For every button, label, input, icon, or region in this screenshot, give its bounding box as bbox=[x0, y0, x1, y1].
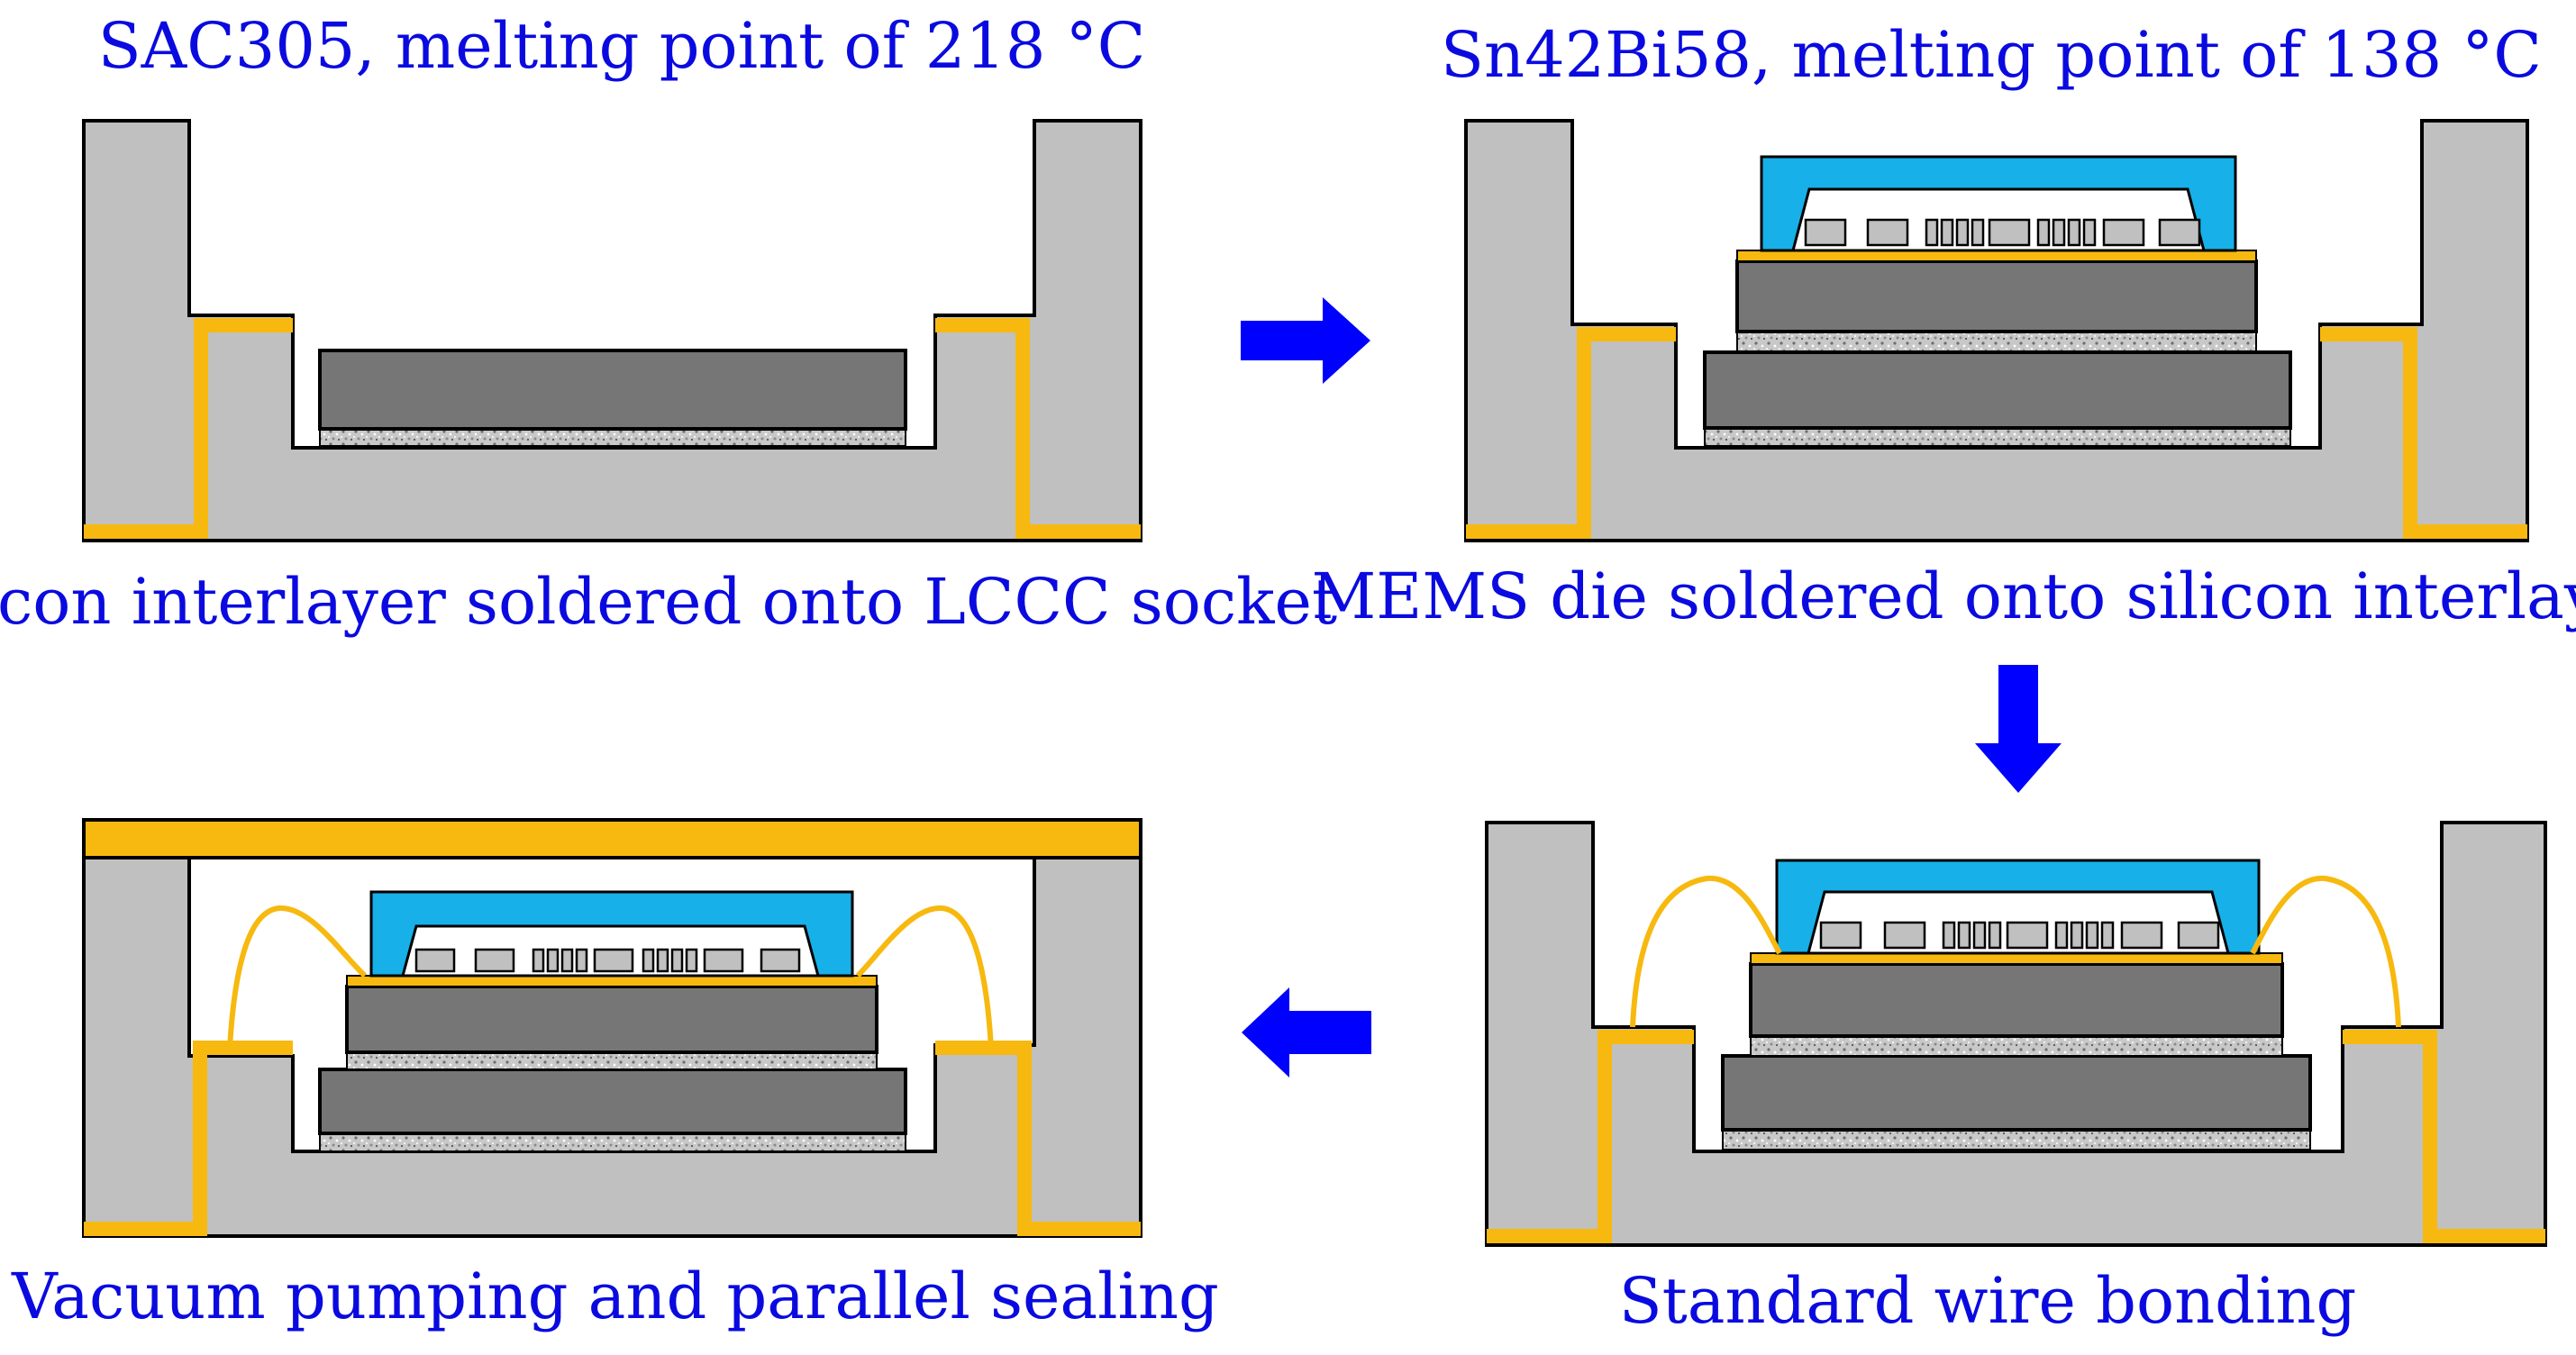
step-4-mems-structures bbox=[414, 948, 801, 973]
step-3-bond-wire-right bbox=[2250, 875, 2401, 1028]
step-3-caption: Standard wire bonding bbox=[1619, 1264, 2357, 1338]
step-1-gold-metallization-left bbox=[84, 318, 293, 539]
step-2-solder-label: Sn42Bi58, melting point of 138 °C bbox=[1441, 18, 2542, 92]
step-3-lccc-socket bbox=[1485, 821, 2547, 1247]
step-1-caption: Silicon interlayer soldered onto LCCC so… bbox=[0, 565, 1337, 639]
step-4-gold-bond-layer bbox=[346, 975, 878, 987]
step-4-sealing-lid bbox=[82, 818, 1142, 859]
step-3-gold-metallization-left bbox=[1487, 1030, 1694, 1243]
step-4-bond-wire-right bbox=[855, 905, 994, 1049]
step-1-gold-metallization-right bbox=[935, 318, 1141, 539]
step-3-silicon-interlayer bbox=[1721, 1054, 2312, 1132]
arrow-step1-to-step2 bbox=[1241, 297, 1370, 384]
step-3-gold-metallization-right bbox=[2343, 1030, 2545, 1243]
step-3-panel bbox=[1485, 821, 2547, 1247]
step-4-sac305-solder-layer bbox=[319, 1132, 906, 1152]
step-2-sac305-solder-layer bbox=[1704, 427, 2291, 447]
step-2-mems-structures bbox=[1804, 218, 2201, 247]
step-4-mems-substrate bbox=[345, 985, 878, 1054]
step-4-gold-metallization-right bbox=[935, 1041, 1141, 1236]
step-4-caption: Vacuum pumping and parallel sealing bbox=[11, 1260, 1219, 1333]
step-3-sn42bi58-solder-layer bbox=[1750, 1035, 2283, 1057]
step-4-silicon-interlayer bbox=[318, 1068, 907, 1135]
step-1-silicon-interlayer bbox=[318, 349, 907, 431]
step-1-sac305-solder-layer bbox=[319, 428, 906, 447]
step-4-panel bbox=[82, 818, 1142, 1238]
step-4-bond-wire-left bbox=[227, 905, 368, 1049]
step-3-sac305-solder-layer bbox=[1722, 1129, 2311, 1150]
step-2-lccc-socket bbox=[1464, 119, 2529, 542]
step-2-gold-metallization-right bbox=[2320, 327, 2527, 539]
step-2-gold-metallization-left bbox=[1466, 327, 1676, 539]
step-4-gold-metallization-left bbox=[84, 1041, 293, 1236]
step-3-gold-bond-layer bbox=[1750, 952, 2283, 965]
step-2-silicon-interlayer bbox=[1703, 350, 2292, 430]
arrow-step2-to-step3 bbox=[1975, 665, 2062, 793]
step-2-mems-substrate bbox=[1735, 259, 2258, 333]
step-1-solder-label: SAC305, melting point of 218 °C bbox=[98, 9, 1146, 83]
step-4-sn42bi58-solder-layer bbox=[346, 1051, 878, 1070]
arrow-step3-to-step4 bbox=[1242, 987, 1371, 1078]
step-2-gold-bond-layer bbox=[1736, 250, 2257, 262]
step-2-sn42bi58-solder-layer bbox=[1736, 331, 2257, 352]
step-3-mems-structures bbox=[1819, 921, 2220, 950]
step-3-mems-substrate bbox=[1749, 962, 2284, 1038]
step-2-panel bbox=[1464, 119, 2529, 542]
step-1-lccc-socket bbox=[82, 119, 1142, 542]
step-1-panel bbox=[82, 119, 1142, 542]
step-2-caption: MEMS die soldered onto silicon interlaye… bbox=[1312, 559, 2576, 633]
step-3-bond-wire-left bbox=[1630, 875, 1782, 1028]
